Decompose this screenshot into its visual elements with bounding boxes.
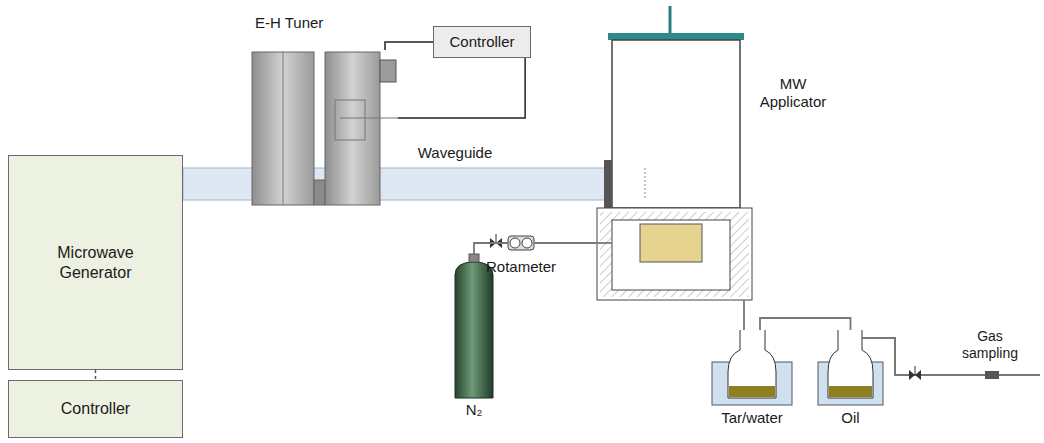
- applicator-lid: [608, 33, 744, 40]
- node-heading: Rotameter: [466, 258, 576, 276]
- condensate: [829, 386, 872, 397]
- tuner-stub: [314, 180, 325, 205]
- rotameter-body: [508, 236, 534, 250]
- waveguide-flange: [604, 160, 612, 208]
- tuner-block: [252, 52, 314, 205]
- tuner-rod: [340, 118, 398, 119]
- generator-box: Microwave Generator: [8, 155, 183, 370]
- tar-water-trap: Tar/water: [712, 330, 792, 405]
- valve-stem: [915, 366, 916, 375]
- annotation-label: Gas sampling: [958, 328, 1022, 362]
- tuner-seam: [283, 52, 284, 205]
- applicator-cavity: [612, 40, 740, 208]
- applicator: MW Applicator: [595, 35, 755, 300]
- connector-line: [534, 242, 595, 244]
- node-heading: N₂: [445, 401, 503, 419]
- applicator-rod: [669, 6, 672, 33]
- waveguide: Waveguide: [183, 168, 612, 200]
- tuner: E-H Tuner: [250, 50, 398, 205]
- rotameter-dial: [522, 238, 532, 248]
- node-heading: Waveguide: [405, 144, 505, 162]
- waveguide-band: [183, 168, 612, 200]
- node-heading: MW Applicator: [755, 75, 831, 111]
- sample-bed: [640, 224, 702, 262]
- sampling-port: [985, 371, 999, 379]
- connector-line: [474, 243, 508, 254]
- waveguide-port: [645, 168, 646, 200]
- insulation-hatch: [600, 212, 749, 297]
- controller-box: Controller: [8, 380, 183, 438]
- tuner-plunger: [335, 100, 365, 140]
- oil-trap: Oil: [818, 330, 883, 405]
- condensate: [729, 386, 775, 397]
- insulation-box: [597, 208, 752, 300]
- connector-line: [385, 42, 433, 50]
- trap-flask: [828, 330, 873, 398]
- node-label: Microwave Generator: [48, 243, 143, 281]
- controller-box: Controller: [433, 26, 531, 58]
- node-heading: Oil: [808, 409, 893, 427]
- connector-line: [95, 370, 97, 380]
- cylinder-valve: [469, 254, 479, 262]
- connector-line: [398, 58, 525, 118]
- gas-inlet: [595, 242, 612, 244]
- connector-line: [743, 300, 745, 330]
- connector-line: [760, 318, 851, 330]
- trap-flask: [728, 330, 776, 398]
- node-label: Controller: [449, 33, 514, 51]
- gas-cylinder: N₂: [455, 254, 493, 398]
- tuner-block: [325, 52, 380, 205]
- valve-stem: [496, 234, 497, 243]
- node-label: Controller: [61, 399, 130, 418]
- rotameter: Rotameter: [508, 234, 534, 252]
- gas-cylinder: [455, 262, 493, 398]
- node-heading: Tar/water: [697, 409, 807, 427]
- reactor-vessel: [612, 220, 730, 290]
- rotameter-dial: [510, 238, 520, 248]
- node-heading: E-H Tuner: [255, 14, 365, 32]
- tuner-motor: [380, 60, 396, 82]
